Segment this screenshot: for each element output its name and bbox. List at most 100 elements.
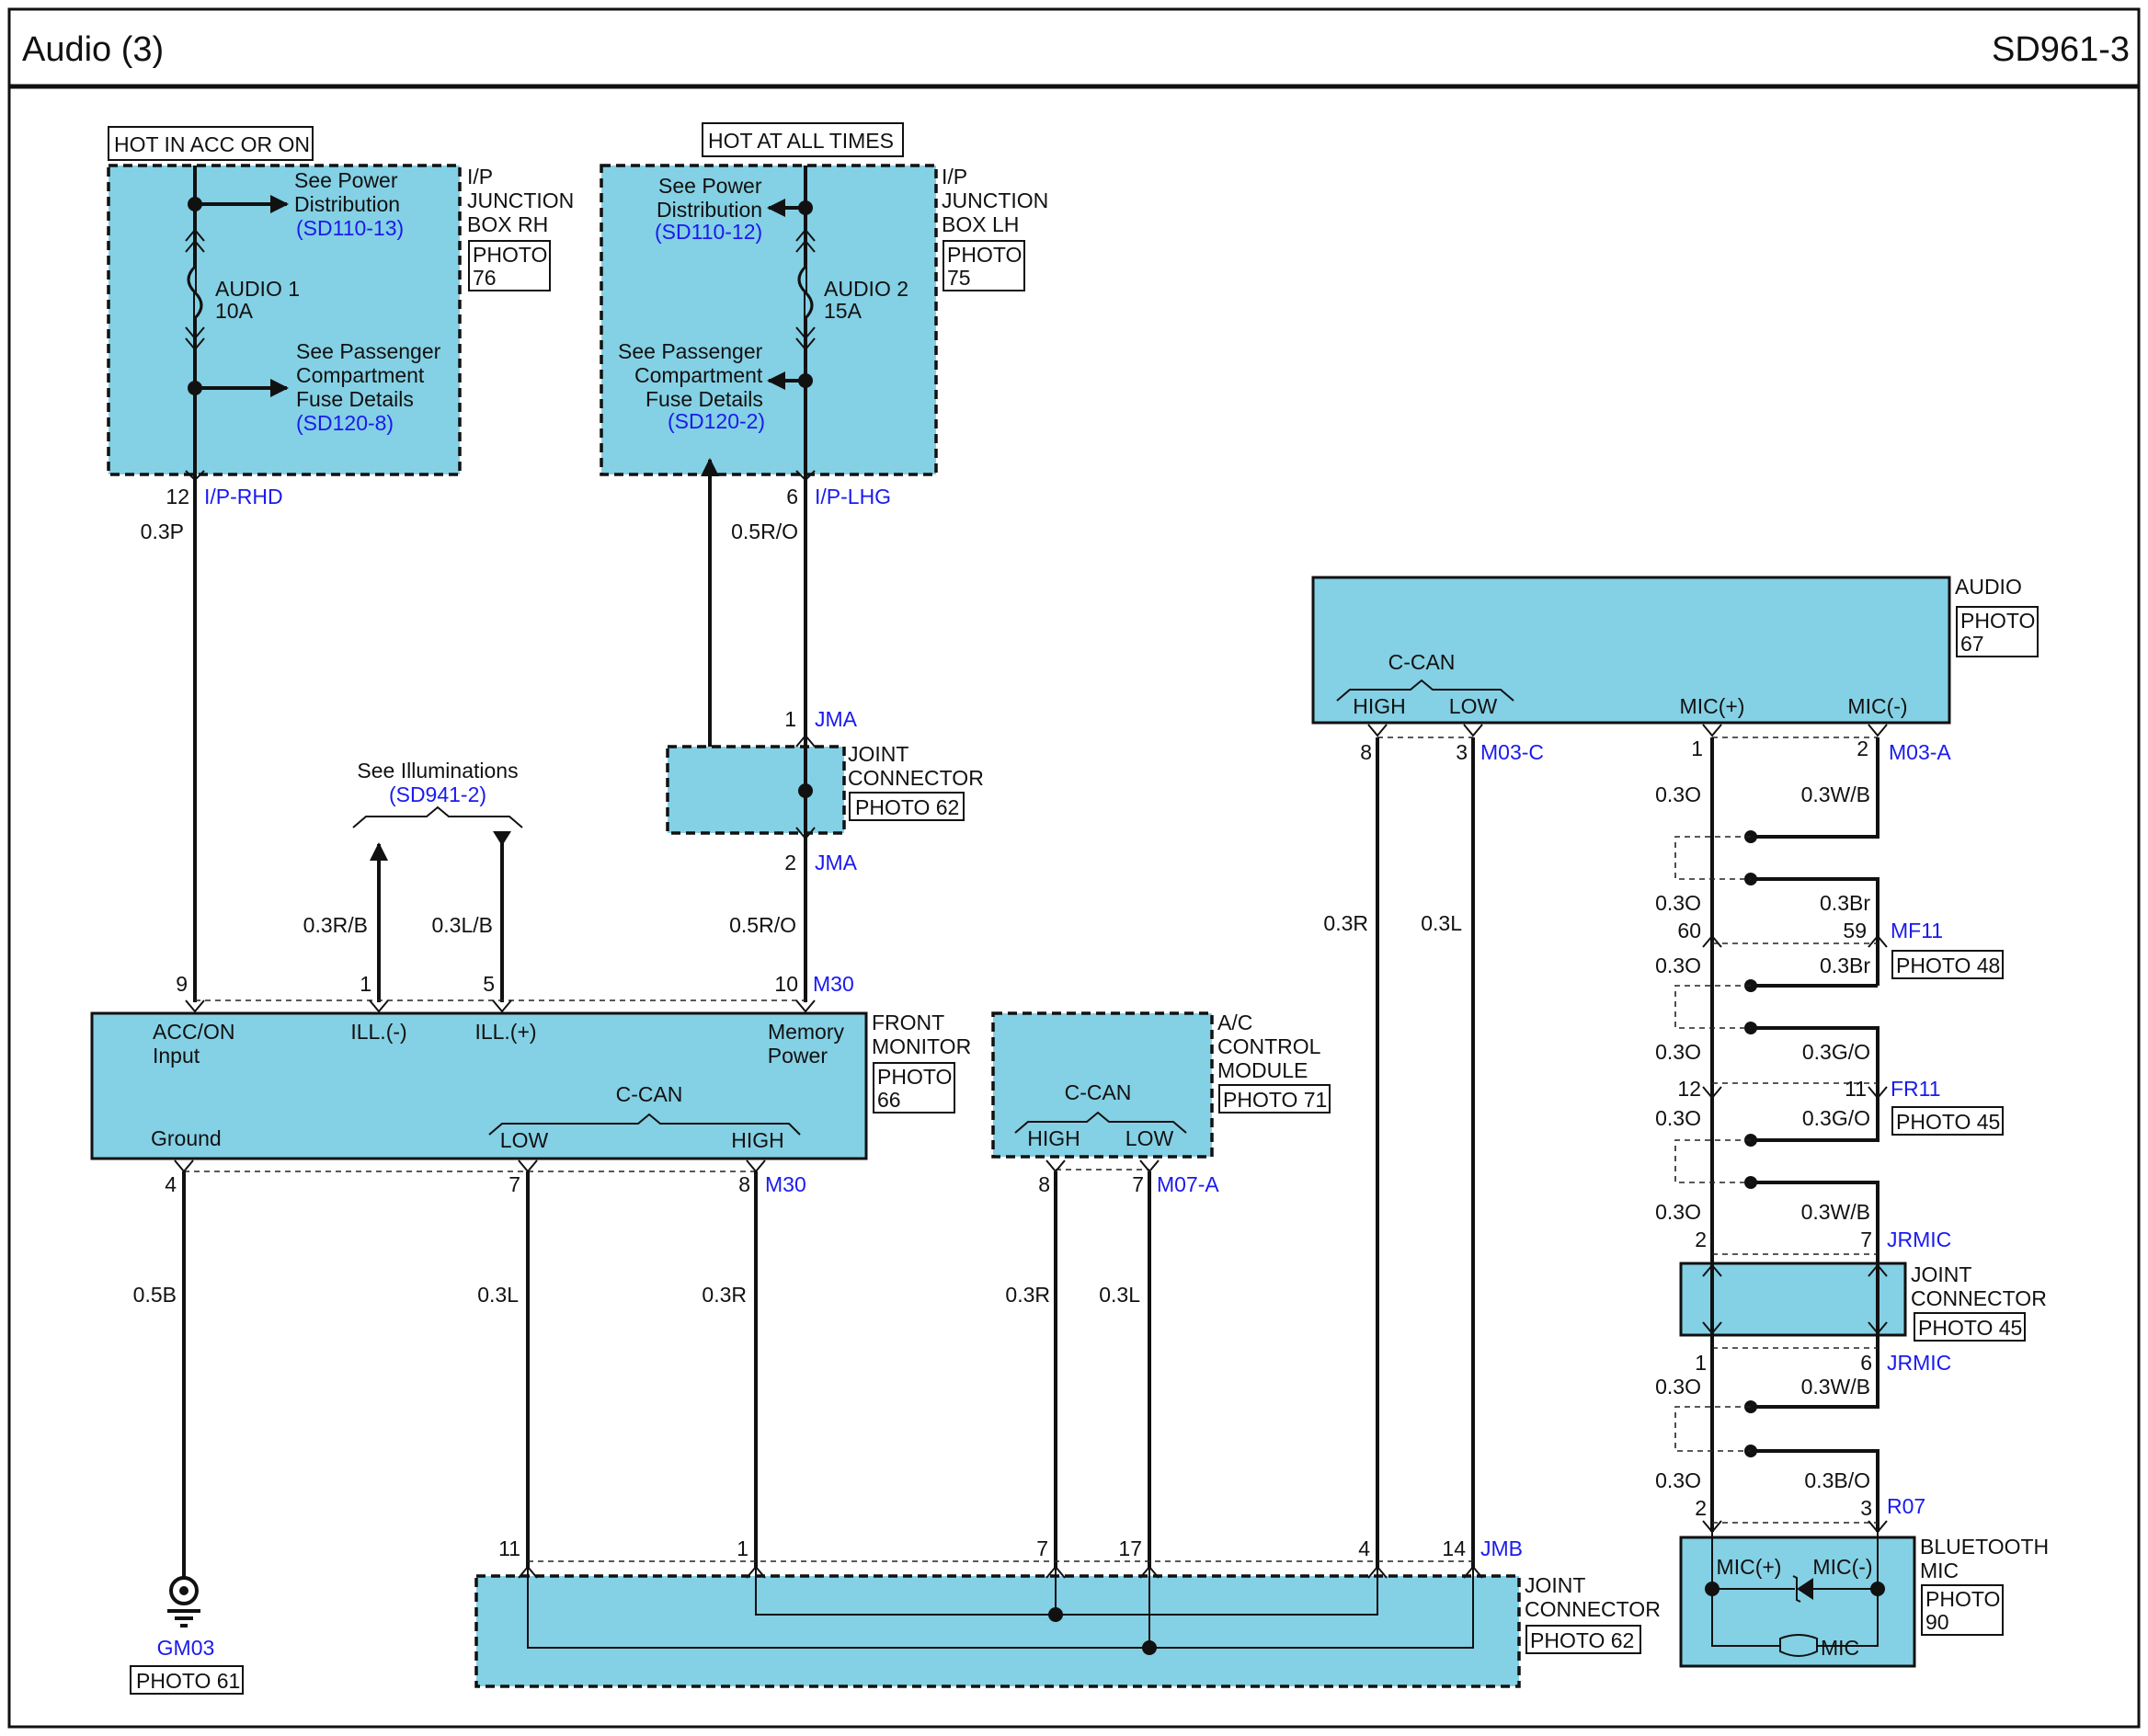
jmb-pin-4: 4 [1358,1536,1370,1560]
illum-wire1: 0.3R/B [303,913,368,937]
mic-w7-b: 0.3W/B [1801,1375,1870,1399]
ac-name-3: MODULE [1217,1058,1308,1082]
audio-can-connector: M03-C [1480,740,1544,764]
audio-ccan: C-CAN [1388,650,1456,674]
fm-pin-1: 1 [360,972,371,996]
audio-low: LOW [1449,694,1498,718]
audio-unit: C-CAN HIGH LOW MIC(+) MIC(-) AUDIO PHOTO… [1311,575,2039,935]
audio-mic-minus: MIC(-) [1847,694,1907,718]
fm-pin-7: 7 [508,1172,520,1196]
jmb-pin-1: 1 [737,1536,748,1560]
mic-element-icon [1779,1634,1818,1657]
jb-rh-photo-2: 76 [473,266,497,290]
jrmic-pin-7: 7 [1860,1228,1872,1251]
fm-wire-high: 0.3R [702,1283,747,1307]
mic-w6-a: 0.3O [1655,1200,1701,1224]
fr11-pin-11: 11 [1845,1077,1867,1101]
fm-ill-minus: ILL.(-) [350,1020,406,1044]
jmb-name-1: JOINT [1525,1573,1585,1597]
jb-rh-see-power-1: See Power [294,168,398,192]
bt-mic-photo-1: PHOTO [1925,1587,2000,1611]
jb-lh-pin: 6 [786,485,798,508]
jb-lh-connector: I/P-LHG [815,485,891,508]
fm-pin-10: 10 [774,972,798,996]
jmb-pin-14: 14 [1442,1536,1466,1560]
jb-rh-connector: I/P-RHD [204,485,283,508]
illum-see: See Illuminations [357,759,518,782]
audio2-fuse-icon [797,265,814,320]
audio-mic-plus: MIC(+) [1680,694,1745,718]
jb-lh-see-pass-1: See Passenger [618,339,763,363]
illum-ref[interactable]: (SD941-2) [389,782,486,806]
jb-rh-see-pass-ref[interactable]: (SD120-8) [296,411,394,435]
bt-mic-minus: MIC(-) [1812,1555,1872,1579]
mic-w6-b: 0.3W/B [1801,1200,1870,1224]
audio-box [1311,576,1951,725]
jma-connector-top: JMA [815,707,858,731]
jmb-pin-7: 7 [1036,1536,1048,1560]
mic-w4-a: 0.3O [1655,1040,1701,1064]
ac-wire-high: 0.3R [1005,1283,1050,1307]
jrmic-connector-bottom: JRMIC [1887,1351,1951,1375]
can-wires [526,737,1475,1569]
fm-mem-1: Memory [768,1020,845,1044]
fm-wire-low: 0.3L [477,1283,519,1307]
mf11-photo: PHOTO 48 [1896,954,2000,977]
hot-all-label: HOT AT ALL TIMES [708,129,894,153]
r07-pin-2: 2 [1695,1496,1707,1520]
fm-name-1: FRONT [872,1011,944,1034]
audio1-fuse-label: AUDIO 1 [215,277,300,301]
jmb-joint-connector: 11 1 7 17 4 14 JMB JOINT CONNECTOR PHOTO… [474,1536,1661,1688]
jma-wire-bottom: 0.5R/O [729,913,796,937]
audio1-fuse-rating: 10A [215,299,254,323]
jb-lh-wire: 0.5R/O [731,520,798,543]
jrmic-pin-2: 2 [1695,1228,1707,1251]
junction-box-rh: HOT IN ACC OR ON See Power Distribution … [107,126,574,543]
jb-lh-see-power-ref[interactable]: (SD110-12) [655,220,762,244]
audio-pin-3: 3 [1456,740,1468,764]
mic-w4-b: 0.3G/O [1802,1040,1870,1064]
jrmic-photo: PHOTO 45 [1918,1316,2022,1340]
jb-lh-photo-2: 75 [947,266,971,290]
fm-photo-1: PHOTO [877,1065,952,1089]
audio-photo-1: PHOTO [1960,609,2035,633]
jrmic-box [1679,1262,1907,1337]
fr11-photo: PHOTO 45 [1896,1110,2000,1134]
hot-acc-label: HOT IN ACC OR ON [114,132,310,156]
ac-high: HIGH [1027,1126,1080,1150]
jma-photo-tag [849,792,965,821]
jma-pin-bottom: 2 [784,851,796,874]
jb-rh-see-pass-2: Compartment [296,363,425,387]
jb-rh-see-power-ref[interactable]: (SD110-13) [296,216,404,240]
jma-joint-connector: 1 JMA 2 JMA JOINT CONNECTOR PHOTO 62 0.5… [666,707,984,937]
fr11-pin-12: 12 [1677,1077,1701,1101]
jb-rh-box [107,164,462,476]
jrmic-pin-6: 6 [1860,1351,1872,1375]
ac-name-2: CONTROL [1217,1034,1321,1058]
mic-w8-a: 0.3O [1655,1468,1701,1492]
ground-icon [169,1576,199,1605]
ac-module-box [991,1011,1214,1159]
ac-control-module: C-CAN HIGH LOW A/C CONTROL MODULE PHOTO … [991,1011,1331,1307]
fm-pin-5: 5 [483,972,495,996]
jb-lh-name-2: JUNCTION [942,188,1048,212]
ground-gm03: GM03 PHOTO 61 [130,1576,244,1695]
jmb-pin-11: 11 [498,1536,520,1560]
mf11-pin-59: 59 [1843,919,1867,942]
bt-mic-photo-2: 90 [1925,1610,1949,1634]
jma-photo: PHOTO 62 [855,795,959,819]
fm-top-connector: M30 [813,972,854,996]
fm-acc-1: ACC/ON [153,1020,234,1044]
jb-lh-see-pass-ref[interactable]: (SD120-2) [668,409,765,433]
jb-rh-see-pass-3: Fuse Details [296,387,414,411]
ac-wire-low: 0.3L [1099,1283,1140,1307]
ac-low: LOW [1125,1126,1174,1150]
audio2-fuse-label: AUDIO 2 [824,277,908,301]
audio-pin-1: 1 [1691,737,1703,760]
mic-w8-b: 0.3B/O [1804,1468,1870,1492]
jma-pin-top: 1 [784,707,796,731]
jb-rh-see-pass-1: See Passenger [296,339,441,363]
bt-mic-label: MIC [1821,1636,1859,1660]
r07-connector: R07 [1887,1494,1925,1518]
jb-lh-box [600,164,938,476]
